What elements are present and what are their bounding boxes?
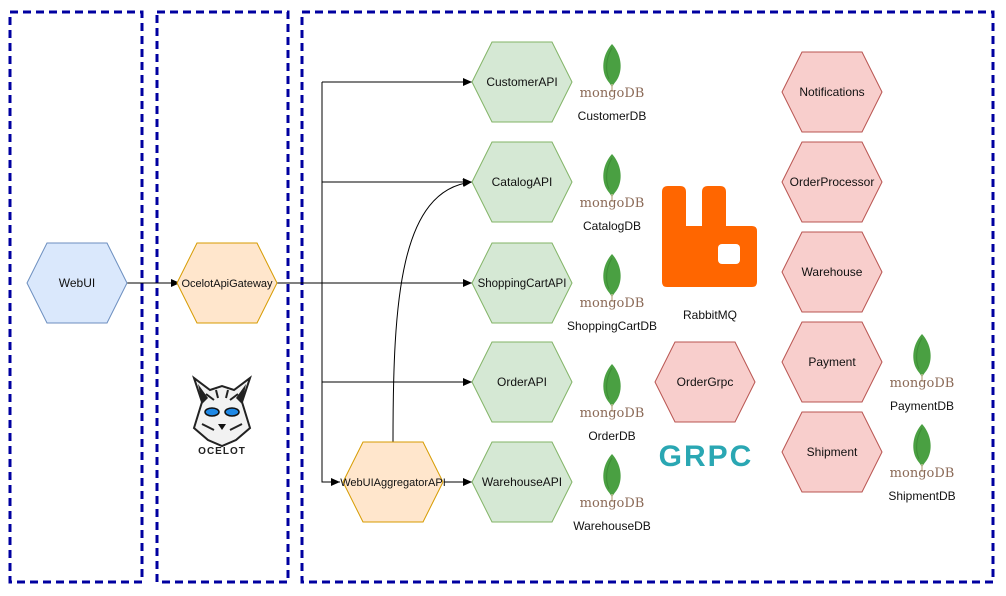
node-catalog-api-label: CatalogAPI	[492, 175, 553, 189]
node-gateway-label: OcelotApiGateway	[181, 278, 273, 290]
node-customer-api-label: CustomerAPI	[486, 75, 557, 89]
db-customer-label: CustomerDB	[578, 109, 647, 123]
node-aggregator-label: WebUIAggregatorAPI	[340, 477, 446, 489]
node-webui[interactable]	[26, 242, 128, 324]
frame-gateway	[155, 10, 290, 584]
mongodb-icon-warehouse: mongoDB	[580, 453, 645, 511]
mongodb-icon-customer: mongoDB	[580, 43, 645, 101]
mongodb-logo-text: mongoDB	[580, 496, 645, 511]
node-shipment[interactable]	[781, 411, 883, 493]
frame-client	[8, 10, 144, 584]
node-order-grpc[interactable]	[654, 341, 756, 423]
db-payment-label: PaymentDB	[890, 399, 954, 413]
rabbitmq-label: RabbitMQ	[683, 308, 737, 322]
node-notifications[interactable]	[781, 51, 883, 133]
mongodb-icon-order: mongoDB	[580, 363, 645, 421]
edge-bus-trunk-down	[321, 283, 340, 486]
node-payment[interactable]	[781, 321, 883, 403]
mongodb-icon-shoppingcart: mongoDB	[580, 253, 645, 311]
node-order-processor-label: OrderProcessor	[790, 175, 875, 189]
db-order-label: OrderDB	[588, 429, 635, 443]
node-order-api[interactable]	[471, 341, 573, 423]
grpc-logo: GRPC	[659, 440, 754, 473]
node-shipment-label: Shipment	[807, 445, 858, 459]
db-catalog-label: CatalogDB	[583, 219, 641, 233]
edge-aggregator-catalog	[392, 179, 473, 443]
ocelot-logo-text: OCELOT	[198, 446, 246, 457]
mongodb-icon-catalog: mongoDB	[580, 153, 645, 211]
node-warehouse[interactable]	[781, 231, 883, 313]
node-order-api-label: OrderAPI	[497, 375, 547, 389]
mongodb-logo-text: mongoDB	[580, 406, 645, 421]
node-webui-label: WebUI	[59, 276, 95, 290]
db-warehouse-label: WarehouseDB	[573, 519, 651, 533]
mongodb-icon-payment: mongoDB	[890, 333, 955, 391]
rabbitmq-icon	[662, 186, 757, 287]
db-shipment-label: ShipmentDB	[888, 489, 955, 503]
node-warehouse-label: Warehouse	[802, 265, 863, 279]
mongodb-logo-text: mongoDB	[580, 196, 645, 211]
node-gateway[interactable]	[176, 242, 278, 324]
node-order-processor[interactable]	[781, 141, 883, 223]
mongodb-logo-text: mongoDB	[580, 86, 645, 101]
node-customer-api[interactable]	[471, 41, 573, 123]
node-aggregator[interactable]	[342, 441, 444, 523]
node-warehouse-api-label: WarehouseAPI	[482, 475, 562, 489]
node-catalog-api[interactable]	[471, 141, 573, 223]
mongodb-icon-shipment: mongoDB	[890, 423, 955, 481]
ocelot-logo: OCELOT	[192, 375, 252, 457]
connectors	[127, 78, 473, 486]
node-warehouse-api[interactable]	[471, 441, 573, 523]
frame-services	[300, 10, 995, 584]
mongodb-logo-text: mongoDB	[580, 296, 645, 311]
node-notifications-label: Notifications	[799, 85, 864, 99]
mongodb-logo-text: mongoDB	[890, 376, 955, 391]
db-shoppingcart-label: ShoppingCartDB	[567, 319, 657, 333]
node-payment-label: Payment	[808, 355, 856, 369]
node-order-grpc-label: OrderGrpc	[677, 375, 734, 389]
node-shoppingcart-api-label: ShoppingCartAPI	[478, 278, 567, 290]
mongodb-logo-text: mongoDB	[890, 466, 955, 481]
node-shoppingcart-api[interactable]	[471, 242, 573, 324]
